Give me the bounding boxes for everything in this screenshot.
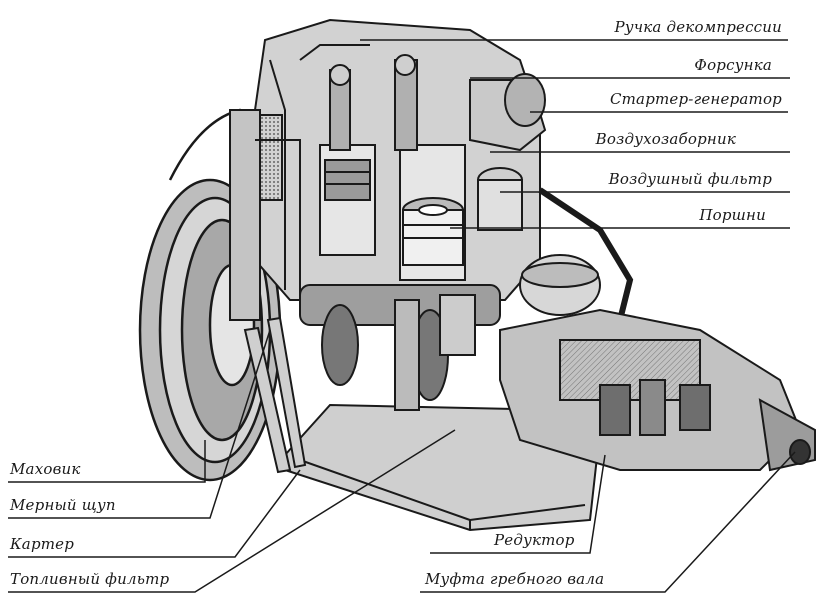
label-starter-generator: Стартер-генератор — [609, 90, 782, 108]
label-injector: Форсунка — [694, 56, 772, 74]
leader-lines-right — [360, 39, 790, 229]
label-gearbox: Редуктор — [494, 531, 575, 549]
label-air-filter: Воздушный фильтр — [608, 170, 772, 188]
leader-dipstick — [8, 329, 271, 519]
leader-gearbox — [430, 454, 606, 554]
label-flywheel: Маховик — [10, 460, 81, 478]
label-fuel-filter: Топливный фильтр — [10, 570, 170, 588]
leader-lines-bottom — [420, 451, 796, 593]
cylinders-shape — [319, 54, 466, 281]
label-crankcase: Картер — [10, 535, 75, 553]
label-propeller-shaft-coupling: Муфта гребного вала — [425, 570, 605, 588]
crankshaft-shape — [299, 284, 501, 411]
leader-lines-left — [8, 329, 456, 593]
label-pistons: Поршни — [699, 206, 766, 224]
leader-crankcase — [8, 469, 301, 558]
dipstick-shape — [243, 316, 307, 474]
air-filter-shape — [469, 73, 634, 321]
leader-fuel-filter — [8, 429, 456, 593]
label-dipstick: Мерный щуп — [10, 496, 116, 514]
leader-propeller-shaft-coupling — [420, 451, 796, 593]
label-decompression-handle: Ручка декомпрессии — [614, 18, 782, 36]
leader-flywheel — [8, 440, 206, 483]
gearbox-shape — [499, 254, 816, 472]
label-air-intake: Воздухозаборник — [595, 130, 736, 148]
